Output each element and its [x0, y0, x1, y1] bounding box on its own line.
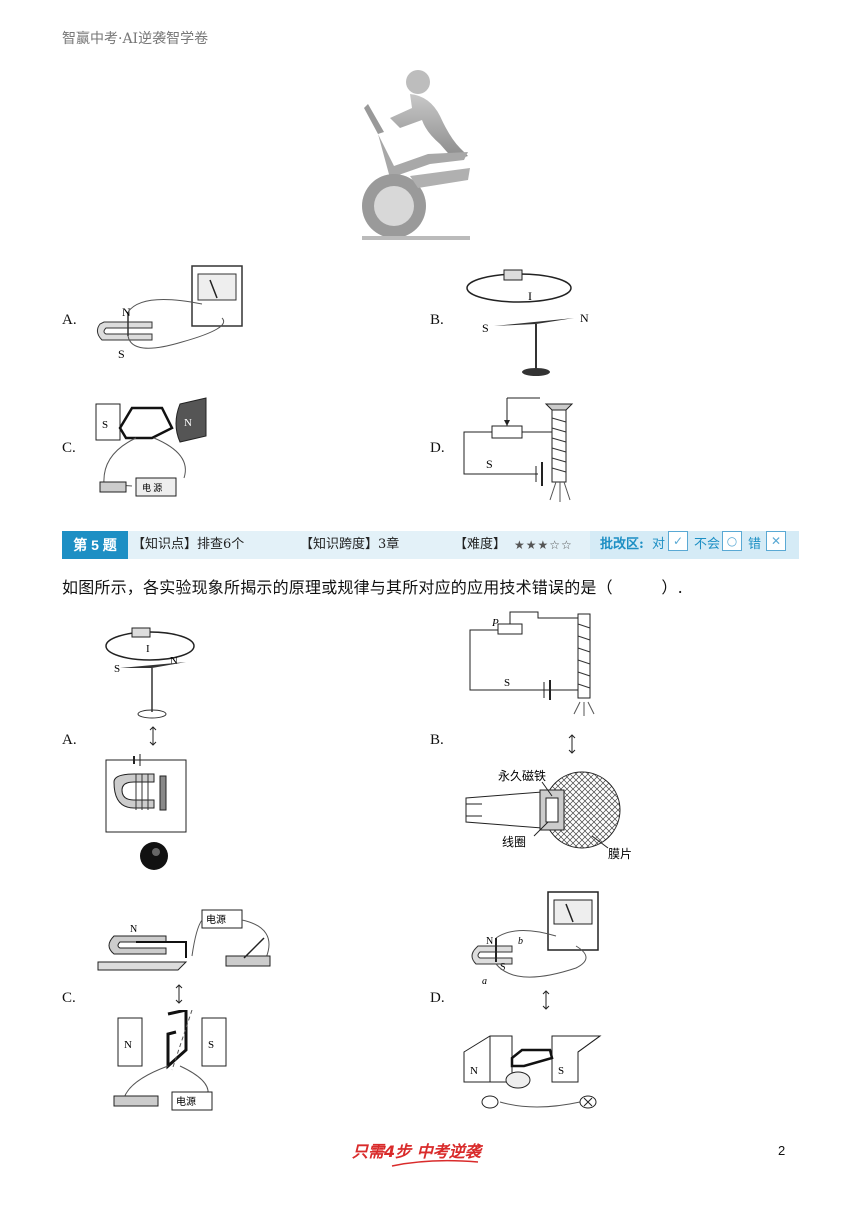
q4-option-d-figure: S: [463, 397, 574, 502]
question-5-text: 如图所示，各实验现象所揭示的原理或规律与其所对应的应用技术错误的是（ ）.: [62, 578, 683, 597]
question-5-header: 第 5 题 【知识点】排查6个 【知识跨度】3章 【难度】 ★★★☆☆ 批改区:…: [62, 531, 799, 559]
q5-option-d-arrow-icon: [542, 990, 550, 1010]
q5-d-n-label: N: [486, 936, 493, 947]
grading-area: 批改区: 对 ✓ 不会 ○ 错 ✕: [590, 531, 799, 559]
q4-d-s-label: S: [486, 457, 493, 471]
q4-option-a-figure: N S: [96, 265, 243, 361]
wrong-label: 错: [748, 537, 762, 552]
q5-d-s-label: S: [500, 962, 506, 973]
footer-logo: 只需4步 中考逆袭: [352, 1142, 481, 1161]
q5-c-n-label: N: [130, 924, 137, 935]
q5-option-b-letter: B.: [430, 732, 444, 748]
q5-b-magnet-label: 永久磁铁: [498, 768, 546, 783]
q5-d-b-label: b: [518, 936, 523, 947]
q4-c-battery-label: 电 源: [142, 482, 162, 493]
q5-b-s-label: S: [504, 677, 510, 689]
q5-option-d-letter: D.: [430, 990, 445, 1006]
knowledge-span: 【知识跨度】3章: [300, 537, 400, 552]
q5-c-s2-label: S: [208, 1039, 214, 1051]
q4-option-a-letter: A.: [62, 312, 77, 328]
q4-b-i-label: I: [528, 289, 532, 303]
q4-a-n-label: N: [122, 305, 131, 319]
exercise-bike-figure: [362, 70, 470, 240]
q4-option-d-letter: D.: [430, 440, 445, 456]
q5-option-c-bottom-figure: N S 电源: [113, 1010, 227, 1111]
question-number: 第 5 题: [62, 531, 128, 559]
wrong-checkbox-icon[interactable]: ✕: [766, 531, 786, 551]
footer-logo-swoosh-icon: [391, 1159, 479, 1167]
unknown-label: 不会: [694, 537, 721, 552]
q5-option-c-letter: C.: [62, 990, 76, 1006]
page-number: 2: [778, 1143, 786, 1158]
q4-option-b-letter: B.: [430, 312, 444, 328]
q4-option-b-figure: I S N: [466, 269, 589, 376]
q4-c-n-label: N: [184, 417, 192, 429]
q5-option-a-bottom-figure: [105, 754, 187, 870]
q5-option-b-top-figure: P S: [469, 611, 595, 716]
q5-c-power-label: 电源: [206, 913, 226, 926]
q5-c-n2-label: N: [124, 1039, 132, 1051]
q4-c-s-label: S: [102, 419, 108, 431]
q5-a-n-label: N: [170, 655, 178, 667]
q5-option-a-arrow-icon: [149, 726, 157, 746]
q5-d-s2-label: S: [558, 1065, 564, 1077]
q5-option-b-arrow-icon: [568, 734, 576, 754]
unknown-checkbox-icon[interactable]: ○: [722, 531, 742, 551]
q5-b-coil-label: 线圈: [502, 835, 526, 849]
difficulty-stars: ★★★☆☆: [514, 538, 573, 552]
grading-label: 批改区:: [600, 537, 644, 552]
correct-checkbox-icon[interactable]: ✓: [668, 531, 688, 551]
q5-b-p-label: P: [491, 617, 499, 629]
q5-c-power2-label: 电源: [176, 1095, 196, 1108]
q5-a-i-label: I: [146, 643, 150, 655]
q5-d-a-label: a: [482, 976, 487, 987]
q5-option-d-bottom-figure: N S: [463, 1035, 602, 1109]
q5-option-c-arrow-icon: [175, 984, 183, 1004]
q4-option-c-letter: C.: [62, 440, 76, 456]
q4-a-s-label: S: [118, 347, 125, 361]
q5-option-c-top-figure: N 电源: [97, 909, 271, 971]
q4-b-s-label: S: [482, 321, 489, 335]
difficulty-label: 【难度】: [454, 537, 507, 552]
q5-option-d-top-figure: N S a b: [471, 891, 599, 987]
q5-option-a-top-figure: I S N: [105, 627, 195, 719]
q5-d-n2-label: N: [470, 1065, 478, 1077]
q5-b-film-label: 膜片: [608, 847, 632, 861]
q5-option-a-letter: A.: [62, 732, 77, 748]
q5-option-b-bottom-figure: 永久磁铁 线圈 膜片: [465, 768, 632, 861]
page-header: 智赢中考·AI逆袭智学卷: [62, 31, 209, 47]
knowledge-point: 【知识点】排查6个: [132, 537, 245, 552]
q5-a-s-label: S: [114, 663, 120, 675]
correct-label: 对: [652, 537, 666, 552]
q4-option-c-figure: S N 电 源: [95, 397, 207, 497]
q4-b-n-label: N: [580, 311, 589, 325]
